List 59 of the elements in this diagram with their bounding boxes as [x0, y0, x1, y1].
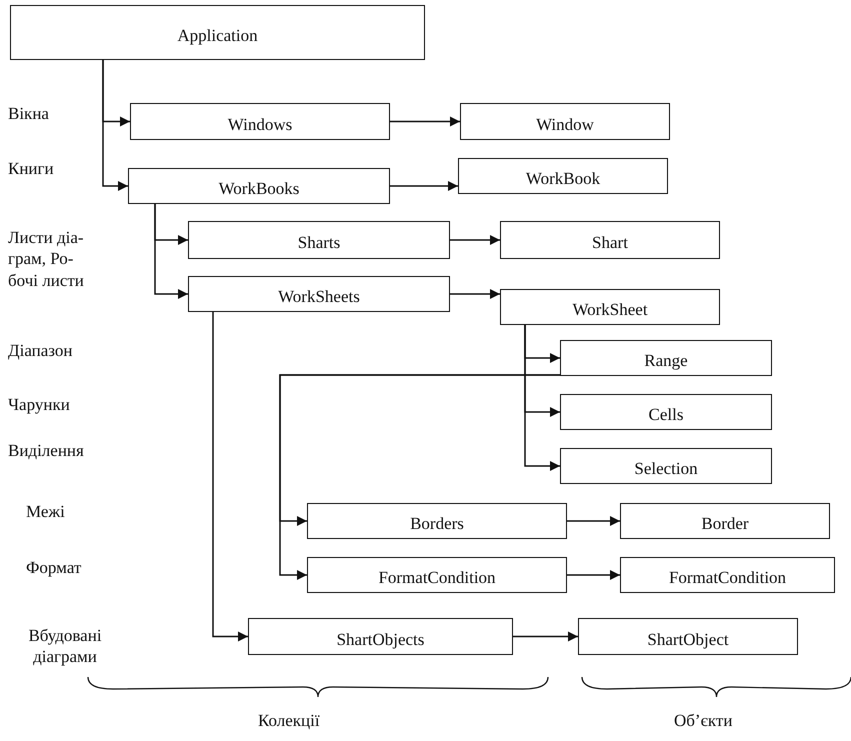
category-label: Межі [26, 501, 66, 522]
object-box [188, 276, 450, 312]
object-box [307, 557, 567, 593]
category-label: Формат [26, 557, 82, 578]
category-label: Колекції [258, 710, 321, 732]
object-box [560, 448, 772, 484]
object-box [130, 103, 390, 140]
connector-arrow [524, 325, 560, 471]
connector-arrow [567, 570, 620, 580]
object-box [560, 394, 772, 430]
connector-arrow [450, 289, 500, 299]
node-text: Window [536, 114, 594, 134]
object-box [10, 5, 425, 60]
object-box [560, 340, 772, 376]
object-box [578, 618, 798, 655]
node-text: FormatCondition [378, 567, 496, 588]
node-text: Cells [648, 404, 684, 425]
connector-arrow [450, 235, 500, 245]
node-text: FormatCondition [668, 567, 786, 588]
category-label: Листи діа- грам, Ро- бочі листи [8, 227, 85, 291]
connector-arrow [279, 374, 560, 580]
node-text: WorkSheet [572, 299, 648, 320]
object-box [458, 158, 668, 194]
node-text: Borders [410, 513, 464, 534]
node-text: Sharts [298, 232, 340, 253]
connector-arrow [154, 204, 188, 299]
connector-arrow [567, 516, 620, 526]
object-box [128, 168, 390, 204]
object-box [620, 503, 830, 539]
node-text: ShartObjects [336, 628, 424, 650]
connector-arrow [390, 181, 458, 191]
category-label: Вбудовані діаграми [27, 625, 103, 668]
object-box [248, 618, 513, 655]
object-box [188, 221, 450, 259]
node-text: WorkSheets [278, 286, 360, 307]
category-label: Книги [8, 158, 55, 180]
node-text: WorkBooks [218, 178, 300, 199]
object-box [307, 503, 567, 539]
node-text: WorkBook [526, 168, 600, 189]
connector-arrow [390, 116, 460, 126]
category-label: Об’єкти [674, 710, 734, 732]
object-box [460, 103, 670, 140]
object-box [500, 221, 720, 259]
node-text: Selection [634, 458, 698, 479]
node-text: Border [701, 513, 749, 534]
category-label: Виділення [8, 440, 85, 462]
category-label: Вікна [8, 103, 50, 124]
object-box [500, 289, 720, 325]
category-label: Чарунки [8, 394, 71, 416]
connector-arrow [513, 632, 578, 642]
object-box [620, 557, 835, 593]
node-text: Windows [228, 114, 292, 134]
node-text: Shart [592, 232, 628, 253]
connector-arrow [212, 312, 248, 642]
category-label: Діапазон [8, 340, 74, 362]
node-text: ShartObject [647, 628, 729, 650]
node-text: Application [177, 24, 258, 46]
connector-arrow [102, 60, 128, 191]
node-text: Range [644, 350, 688, 371]
